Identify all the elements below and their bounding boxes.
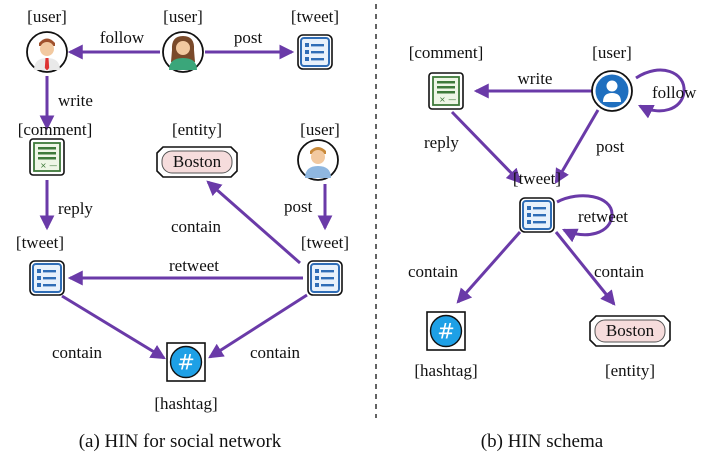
node-type-label: [user] xyxy=(592,43,632,62)
edge-contain-entity xyxy=(206,180,301,265)
user-avatar-icon xyxy=(162,31,204,73)
node-type-label: [tweet] xyxy=(513,169,561,188)
comment-icon xyxy=(29,138,65,176)
edge-label: contain xyxy=(52,343,103,362)
node-type-label: [comment] xyxy=(409,43,484,62)
edge-label: contain xyxy=(408,262,459,281)
node-type-label: [user] xyxy=(27,7,67,26)
entity-text: Boston xyxy=(606,321,655,340)
schema-edge-contain-right xyxy=(554,231,616,306)
schema-edge-retweet xyxy=(556,194,614,243)
edge-label: post xyxy=(596,137,625,156)
edge-label: retweet xyxy=(169,256,219,275)
edge-label: follow xyxy=(652,83,697,102)
node-type-label: [entity] xyxy=(605,361,655,380)
caption-left: (a) HIN for social network xyxy=(79,431,282,452)
edge-contain-right xyxy=(208,293,308,359)
schema-edge-reply xyxy=(450,110,522,184)
node-type-label: [user] xyxy=(163,7,203,26)
edge-label: contain xyxy=(171,217,222,236)
tweet-icon xyxy=(519,197,555,233)
tweet-icon xyxy=(307,260,343,296)
node-type-label: [user] xyxy=(300,120,340,139)
edge-label: contain xyxy=(250,343,301,362)
caption-right: (b) HIN schema xyxy=(481,431,604,452)
edge-label: post xyxy=(284,197,313,216)
tweet-icon xyxy=(29,260,65,296)
node-type-label: [tweet] xyxy=(291,7,339,26)
right-edges xyxy=(450,68,686,306)
schema-edge-post xyxy=(554,109,600,184)
left-edges xyxy=(39,44,333,360)
user-schema-icon xyxy=(591,70,633,112)
edge-label: contain xyxy=(594,262,645,281)
node-type-label: [tweet] xyxy=(301,233,349,252)
edge-contain-left xyxy=(61,294,166,360)
tweet-icon xyxy=(297,34,333,70)
user-avatar-icon xyxy=(297,139,339,181)
edge-label: write xyxy=(58,91,93,110)
edge-label: post xyxy=(234,28,263,47)
node-type-label: [hashtag] xyxy=(414,361,477,380)
hashtag-icon xyxy=(426,311,466,351)
node-type-label: [comment] xyxy=(18,120,93,139)
right-nodes xyxy=(426,70,671,351)
edge-label: follow xyxy=(100,28,145,47)
entity-text: Boston xyxy=(173,152,222,171)
node-type-label: [hashtag] xyxy=(154,394,217,413)
schema-edge-follow xyxy=(635,68,686,119)
edge-label: reply xyxy=(424,133,459,152)
user-avatar-icon xyxy=(26,31,68,73)
node-type-label: [tweet] xyxy=(16,233,64,252)
edge-label: reply xyxy=(58,199,93,218)
edge-label: write xyxy=(518,69,553,88)
hashtag-icon xyxy=(166,342,206,382)
schema-edge-contain-left xyxy=(456,231,522,304)
comment-icon xyxy=(428,72,464,110)
node-type-label: [entity] xyxy=(172,120,222,139)
edge-label: retweet xyxy=(578,207,628,226)
